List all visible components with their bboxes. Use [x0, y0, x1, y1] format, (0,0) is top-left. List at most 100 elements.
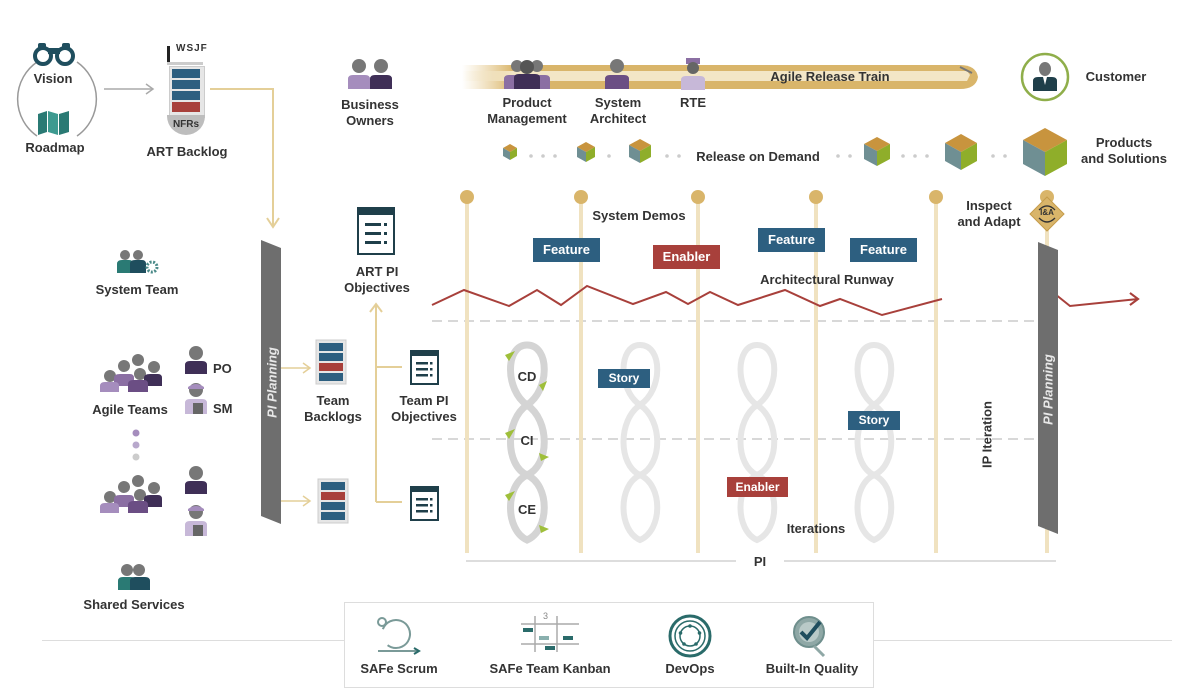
agile-teams-label: Agile Teams — [92, 402, 168, 417]
inspect-adapt-badge-icon — [1029, 196, 1065, 232]
backlog-item — [172, 69, 200, 78]
team-pi-objectives-icon — [410, 486, 439, 521]
enabler-tag: Enabler — [653, 245, 720, 269]
team-backlogs-label: Team Backlogs — [298, 393, 368, 425]
product-cube-icon — [629, 139, 651, 163]
product-cube-icon — [945, 134, 977, 170]
products-line1: Products — [1095, 135, 1153, 150]
product-cube-icon — [577, 142, 595, 162]
binoculars-icon — [33, 43, 75, 66]
business-owners-label: Business Owners — [330, 97, 410, 129]
rte-icon — [681, 58, 705, 90]
backlog-to-pi-planning-connector — [210, 88, 280, 229]
product-cube-icon — [864, 137, 890, 166]
iteration-loop — [737, 341, 778, 544]
system-architect-line2: Architect — [589, 111, 647, 126]
business-owners-line2: Owners — [346, 113, 394, 128]
pi-span-line — [466, 560, 1056, 562]
system-team-label: System Team — [95, 282, 179, 297]
backlog-item-nfr — [172, 102, 200, 112]
kanban-wip-digit: 3 — [543, 611, 549, 621]
system-demo-pole — [929, 190, 943, 553]
pi-planning-bar-right — [1038, 242, 1058, 534]
product-management-label: Product Management — [477, 95, 577, 127]
product-cube-icon-large — [1023, 128, 1067, 176]
inspect-line2: and Adapt — [957, 214, 1021, 229]
map-icon — [38, 111, 69, 135]
feature-tag: Feature — [533, 238, 600, 262]
rte-label: RTE — [680, 95, 706, 110]
product-management-line2: Management — [487, 111, 567, 126]
art-pi-objectives-line1: ART PI — [355, 264, 399, 279]
release-on-demand-row — [503, 128, 1067, 176]
agile-team-icon — [100, 475, 162, 513]
wsjf-bracket-base — [167, 62, 203, 65]
po-label: PO — [213, 361, 232, 376]
art-backlog-label: ART Backlog — [146, 144, 228, 159]
sm-label: SM — [213, 401, 233, 416]
product-owner-icon — [185, 466, 207, 494]
customer-icon — [1020, 52, 1070, 102]
architectural-runway-label: Architectural Runway — [760, 272, 894, 287]
vision-to-backlog-arrow — [104, 83, 155, 95]
team-pi-objectives-line1: Team PI — [399, 393, 449, 408]
story-tag: Story — [598, 369, 650, 388]
pi-planning-right-label: PI Planning — [1040, 354, 1056, 425]
business-owners-icon — [348, 59, 392, 89]
art-pi-objectives-label: ART PI Objectives — [332, 264, 422, 296]
kanban-icon — [521, 616, 579, 652]
vision-label: Vision — [33, 71, 73, 86]
pi-planning-to-team-backlog-arrow — [281, 362, 312, 374]
team-pi-objectives-line2: Objectives — [391, 409, 457, 424]
team-backlog-icon — [315, 339, 347, 385]
customer-label: Customer — [1085, 69, 1147, 84]
system-demo-pole — [460, 190, 474, 553]
pi-planning-left-label: PI Planning — [264, 347, 280, 418]
inspect-adapt-badge-text: I&A — [1040, 208, 1054, 217]
more-teams-dots — [132, 429, 140, 461]
release-on-demand-label: Release on Demand — [696, 149, 820, 164]
product-management-line1: Product — [502, 95, 552, 110]
art-pi-objectives-line2: Objectives — [344, 280, 410, 295]
inspect-and-adapt-label: Inspect and Adapt — [950, 198, 1028, 230]
iteration-loop — [854, 341, 895, 544]
product-owner-icon — [185, 346, 207, 374]
team-objectives-to-art-objectives-connector — [369, 302, 402, 503]
safe-team-kanban-label: SAFe Team Kanban — [489, 661, 611, 676]
wsjf-bracket — [167, 46, 170, 64]
agile-release-train-label: Agile Release Train — [770, 69, 890, 84]
system-architect-label: System Architect — [582, 95, 654, 127]
team-pi-objectives-icon — [410, 350, 439, 385]
wsjf-label: WSJF — [176, 43, 208, 54]
team-backlogs-line1: Team — [316, 393, 350, 408]
devops-label: DevOps — [665, 661, 715, 676]
devops-icon — [668, 614, 712, 658]
safe-scrum-label: SAFe Scrum — [360, 661, 438, 676]
system-architect-icon — [605, 59, 629, 89]
pi-label: PI — [753, 554, 767, 569]
system-demo-pole — [809, 190, 823, 553]
vision-roadmap-arc — [16, 61, 98, 137]
shared-services-label: Shared Services — [83, 597, 185, 612]
product-cube-icon — [503, 144, 517, 160]
business-owners-line1: Business — [341, 97, 399, 112]
architectural-runway-line-tail — [1049, 289, 1140, 308]
roadmap-label: Roadmap — [25, 140, 85, 155]
ip-iteration-label: IP Iteration — [979, 401, 995, 468]
art-pi-objectives-icon — [357, 207, 395, 255]
pi-planning-bar-left — [261, 240, 281, 524]
built-in-quality-icon — [793, 616, 826, 658]
iteration-loop — [620, 341, 661, 544]
backlog-item — [172, 91, 200, 100]
feature-tag: Feature — [850, 238, 917, 262]
team-practices-panel — [344, 602, 874, 688]
devops-loop-cd-ci-ce — [505, 341, 549, 544]
nfrs-base — [167, 115, 205, 135]
products-line2: and Solutions — [1081, 151, 1167, 166]
feature-tag: Feature — [758, 228, 825, 252]
team-backlog-icon — [317, 478, 349, 524]
shared-services-icon — [118, 564, 150, 590]
cd-label: CD — [517, 369, 537, 384]
agile-release-train-bar — [462, 65, 978, 89]
enabler-story-tag: Enabler — [727, 477, 788, 497]
